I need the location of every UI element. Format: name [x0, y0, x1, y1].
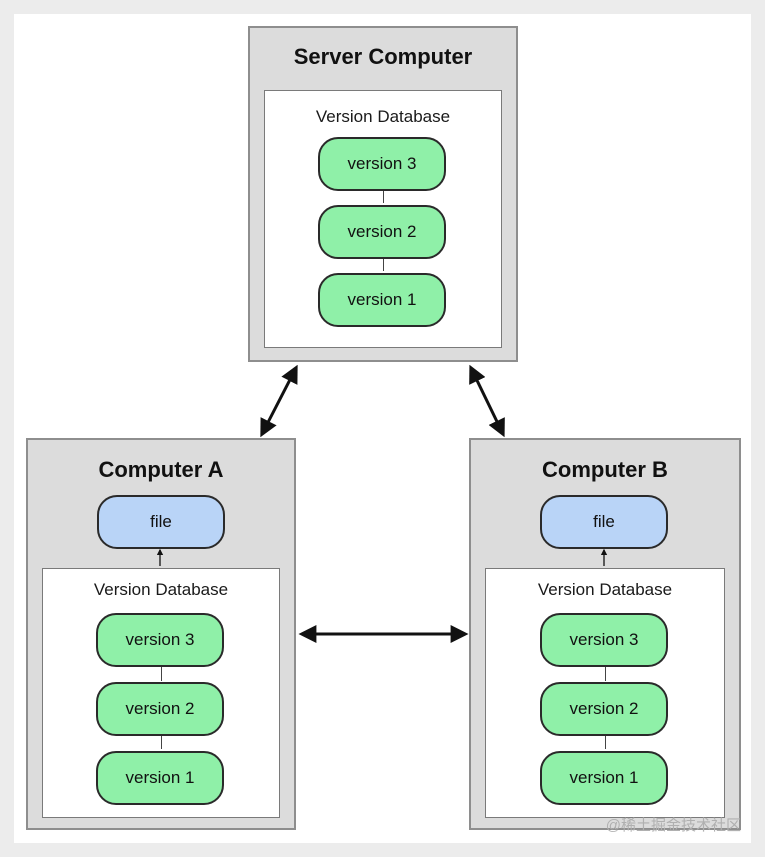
computer-a-db-title: Version Database	[93, 580, 229, 599]
computer-b-version-3: version 3	[540, 613, 668, 667]
computer-a-node: Computer A file Version Database version…	[26, 438, 296, 830]
computer-a-version-2: version 2	[96, 682, 224, 736]
server-version-1: version 1	[318, 273, 446, 327]
computer-b-title: Computer B	[542, 457, 668, 482]
computer-b-node: Computer B file Version Database version…	[469, 438, 741, 830]
server-computer-node: Server Computer Version Database version…	[248, 26, 518, 362]
computer-a-version-database: Version Database version 3 version 2 ver…	[42, 568, 280, 818]
server-computer-title: Server Computer	[293, 44, 473, 69]
server-version-2: version 2	[318, 205, 446, 259]
watermark: @稀土掘金技术社区	[605, 817, 741, 834]
arrow-server-to-computer-b	[469, 364, 505, 438]
computer-a-version-3: version 3	[96, 613, 224, 667]
computer-a-title: Computer A	[98, 457, 224, 482]
computer-a-connector-2-1	[161, 735, 162, 749]
computer-b-version-database: Version Database version 3 version 2 ver…	[485, 568, 725, 818]
computer-b-version-1: version 1	[540, 751, 668, 805]
server-db-title: Version Database	[315, 107, 451, 126]
computer-b-db-title: Version Database	[537, 580, 673, 599]
server-connector-2-1	[383, 257, 384, 271]
arrow-server-to-computer-a	[260, 364, 298, 438]
server-version-3: version 3	[318, 137, 446, 191]
computer-b-connector-2-1	[605, 735, 606, 749]
computer-a-file: file	[97, 495, 225, 549]
computer-a-version-1: version 1	[96, 751, 224, 805]
computer-b-version-2: version 2	[540, 682, 668, 736]
server-connector-3-2	[383, 189, 384, 203]
server-version-database: Version Database version 3 version 2 ver…	[264, 90, 502, 348]
computer-a-connector-3-2	[161, 665, 162, 681]
computer-b-file: file	[540, 495, 668, 549]
computer-b-connector-3-2	[605, 665, 606, 681]
